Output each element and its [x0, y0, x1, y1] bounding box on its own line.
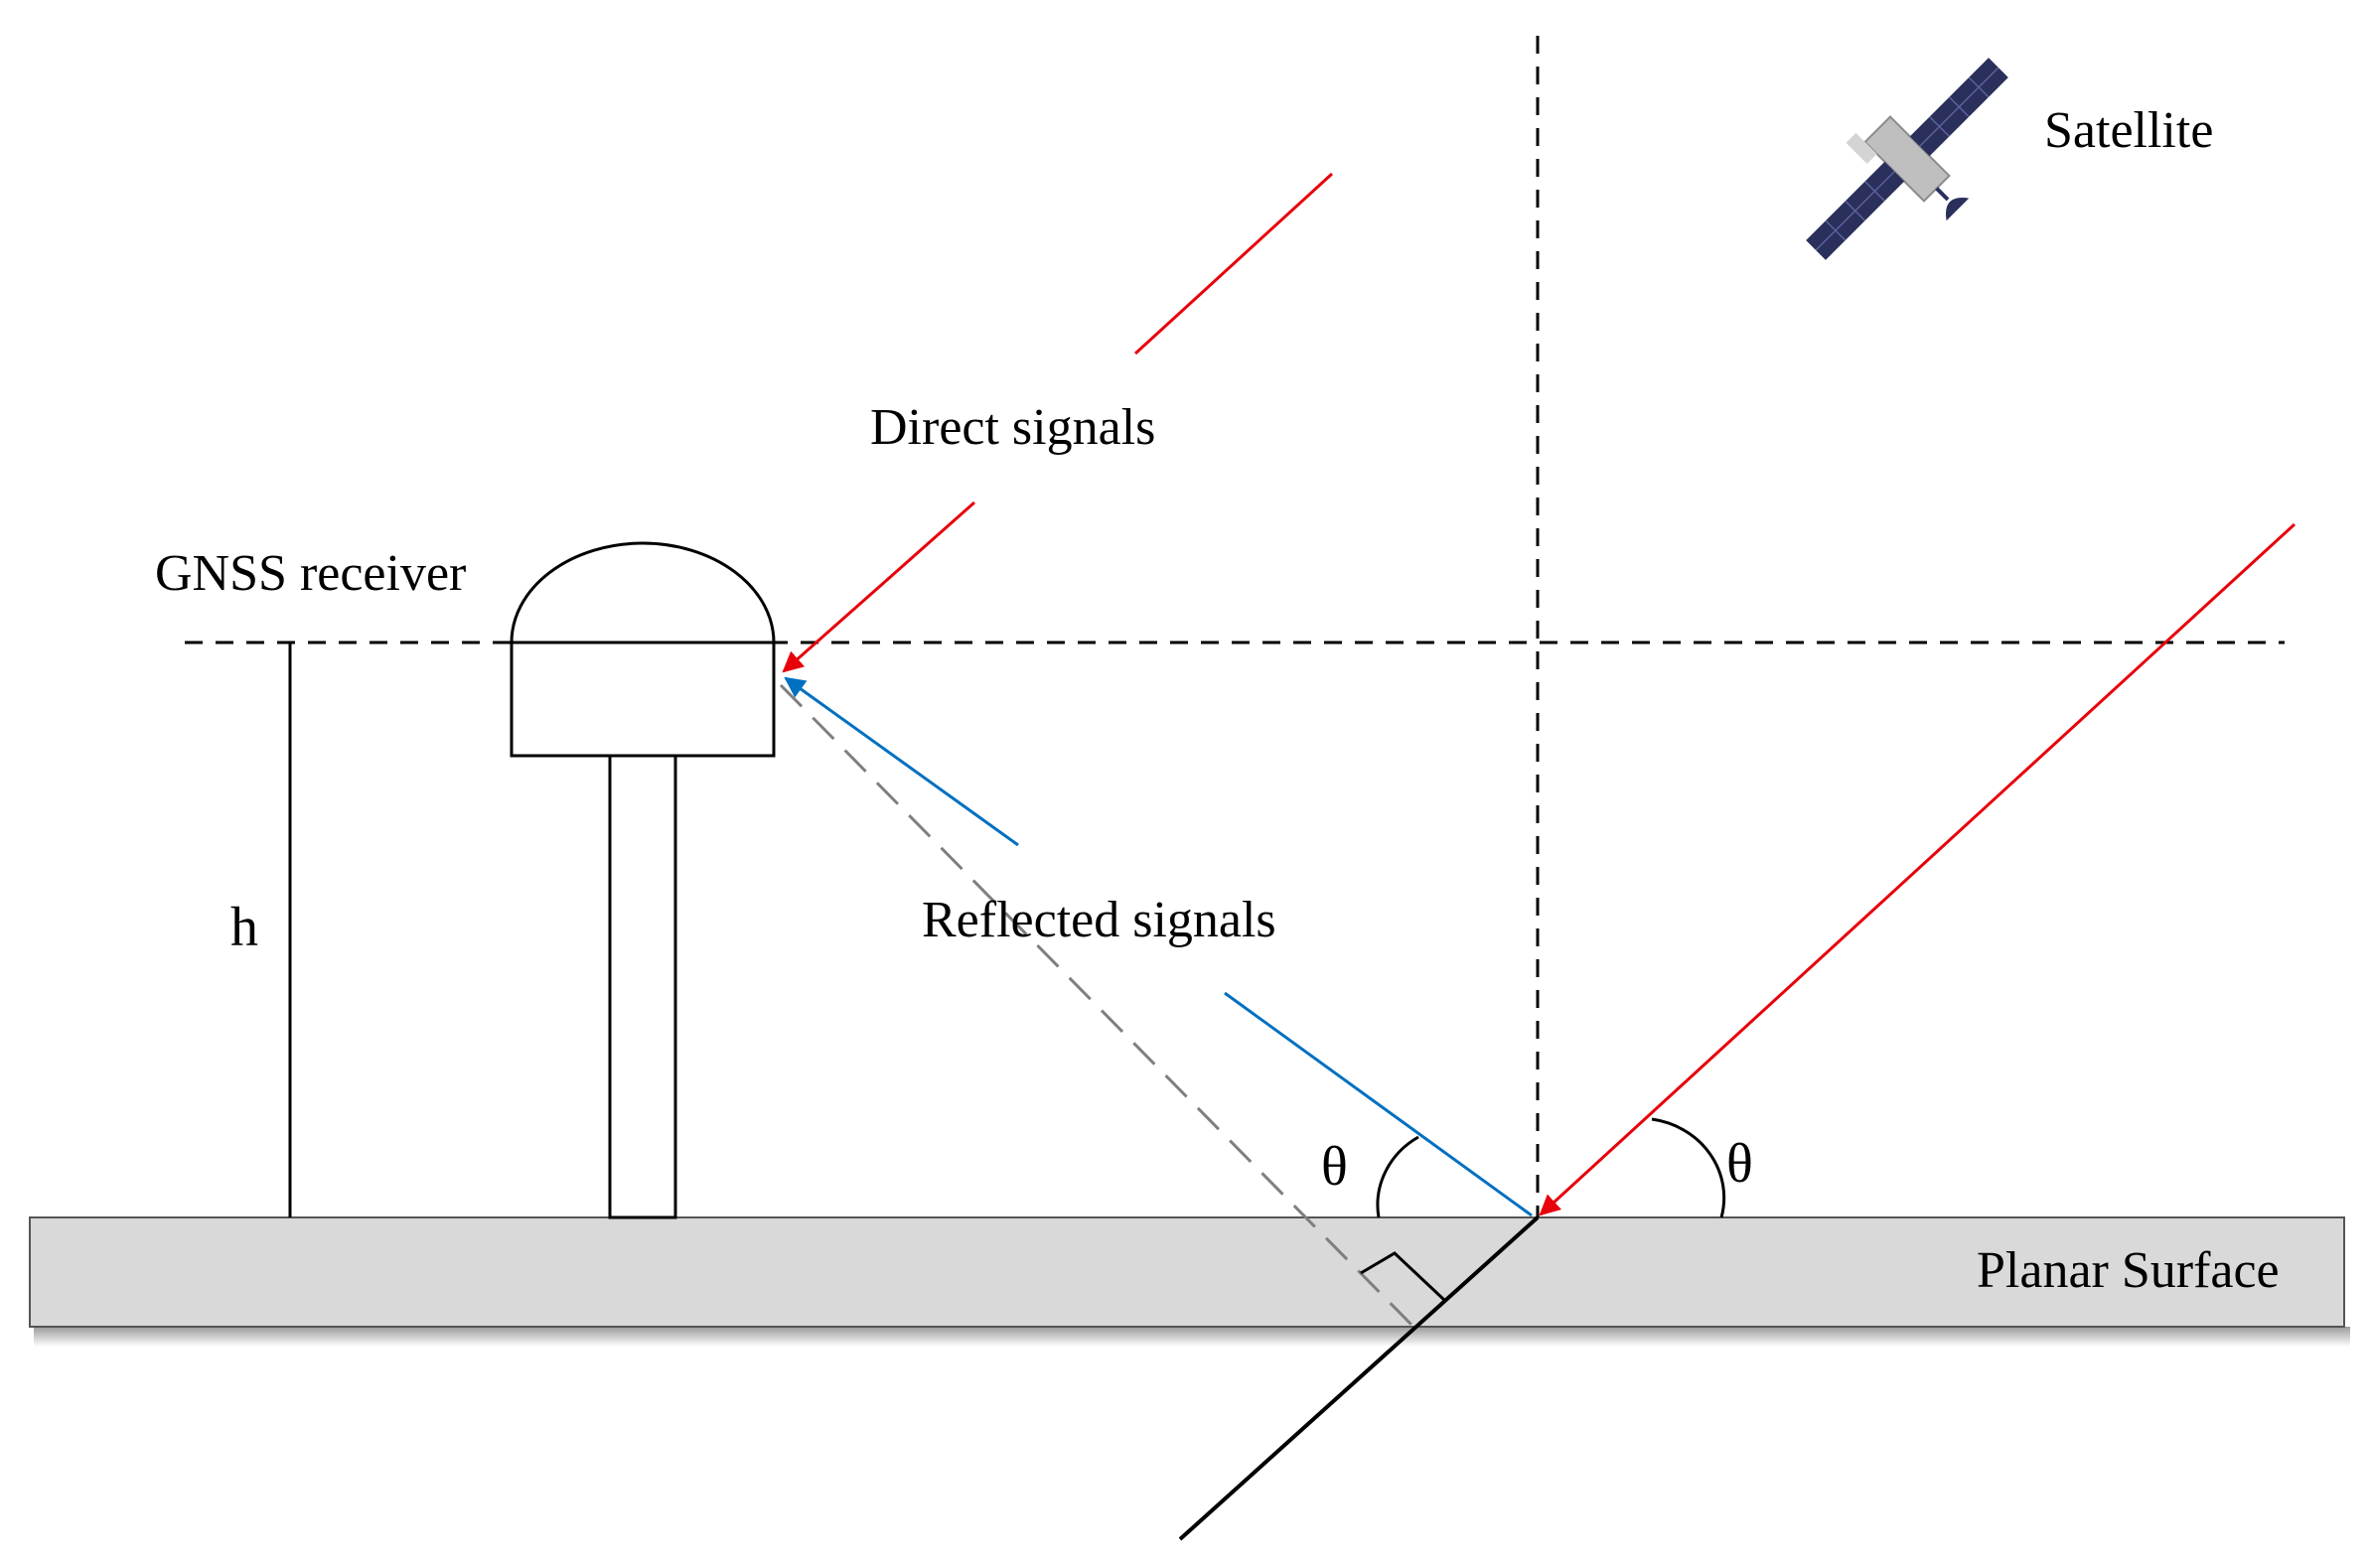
path-difference-line: [779, 683, 1416, 1330]
elevation-angle-arc-right: [1651, 1117, 1726, 1218]
right-angle-marker: [1360, 1251, 1446, 1302]
satellite-icon: [1806, 58, 2008, 260]
planar-surface: [29, 1216, 2345, 1328]
direct-signal-lower: [782, 500, 975, 673]
direct-signals-label: Direct signals: [870, 399, 1155, 456]
gnss-receiver-label: GNSS receiver: [155, 545, 466, 602]
planar-surface-label: Planar Surface: [1977, 1242, 2280, 1299]
reflection-plane-line: [1178, 1215, 1540, 1541]
angle-label-right: θ: [1726, 1133, 1753, 1195]
direct-signal-upper: [1133, 172, 1334, 356]
elevation-angle-arc-left: [1376, 1135, 1419, 1218]
reflected-signal-lower: [1224, 991, 1533, 1217]
planar-surface-shadow: [34, 1327, 2350, 1347]
reflected-signals-label: Reflected signals: [922, 892, 1276, 948]
reflected-signal-upper: [784, 676, 1019, 847]
incident-signal: [1539, 522, 2296, 1216]
angle-label-left: θ: [1321, 1136, 1348, 1198]
gnss-antenna-icon: [510, 541, 776, 1219]
satellite-label: Satellite: [2044, 102, 2213, 159]
height-label: h: [230, 897, 258, 958]
